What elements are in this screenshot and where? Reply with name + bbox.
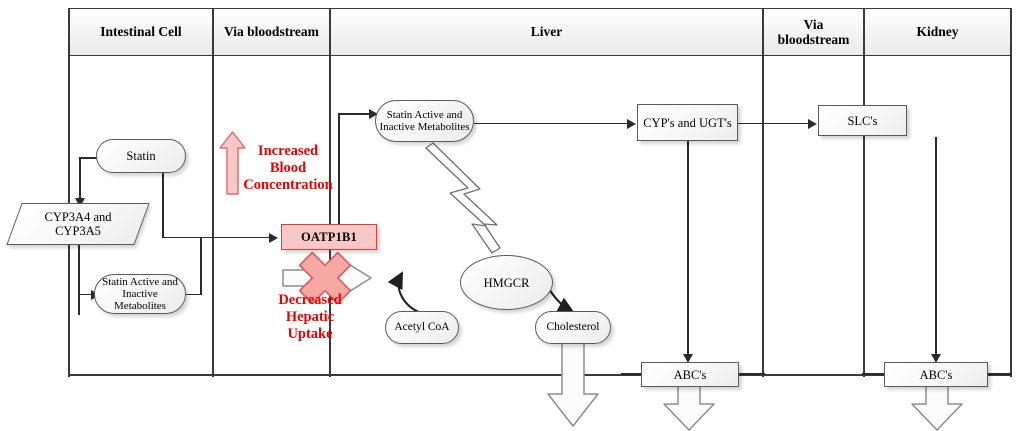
node-slcs-label: SLC's (847, 113, 878, 128)
node-oatp1b1-label: OATP1B1 (300, 230, 358, 244)
arrowhead-into-slcs (808, 118, 817, 129)
column-header-liver: Liver (331, 9, 762, 55)
column-header-label: Via bloodstream (224, 24, 319, 40)
connector-cypugt-to-slc (738, 122, 810, 125)
connector-livermet-to-cypugt (474, 122, 629, 125)
column-divider-1 (212, 8, 214, 377)
connector-oatp-up-v (338, 113, 340, 226)
red-cross-icon (298, 251, 352, 305)
connector-abc-kidney-right-stub (988, 373, 1012, 375)
arrowhead-into-liver-metabolites (369, 109, 378, 119)
arrowhead-into-oatp1b1 (269, 232, 278, 243)
node-cyp3a4-cyp3a5-label: CYP3A4 and CYP3A5 (14, 203, 142, 245)
arrowhead-into-cyp3a4 (75, 198, 85, 207)
node-abc-kidney-label: ABC's (919, 367, 953, 382)
connector-oatp-to-livermet-h (338, 113, 374, 115)
column-header-via-bloodstream-1: Via bloodstream (214, 9, 329, 55)
increased-line2: Blood (269, 160, 307, 177)
node-cyps-ugts[interactable]: CYP's and UGT's (637, 104, 738, 141)
connector-cyp-to-metabolites-v (78, 243, 80, 315)
node-hmgcr-label: HMGCR (483, 275, 530, 290)
connector-statin-down-v (162, 171, 164, 238)
lightning-bolt-icon (425, 142, 501, 254)
column-divider-4 (863, 8, 865, 377)
node-abc-liver[interactable]: ABC's (641, 362, 739, 387)
column-header-label: Liver (530, 24, 563, 40)
connector-intestmet-right-h (186, 293, 202, 296)
node-hmgcr[interactable]: HMGCR (460, 255, 553, 310)
connector-abc-kidney-left-stub (862, 373, 884, 375)
connector-cyp-to-metabolites-h (78, 293, 94, 296)
liver-met-line1: Statin Active and (386, 108, 463, 121)
down-block-arrow-cholesterol-icon (547, 337, 599, 427)
column-header-intestinal-cell: Intestinal Cell (70, 9, 212, 55)
increased-line3: Concentration (243, 177, 333, 194)
column-header-label: Intestinal Cell (100, 24, 182, 40)
column-divider-3 (762, 8, 764, 377)
node-statin-label: Statin (126, 149, 156, 163)
connector-slc-to-abc-v (935, 137, 937, 357)
node-abc-kidney[interactable]: ABC's (884, 362, 988, 387)
column-header-label: Kidney (916, 24, 959, 40)
connector-intestmet-up-v (200, 236, 202, 295)
table-border-bottom (68, 374, 1012, 377)
annotation-increased-blood-concentration: Increased Blood Concentration (238, 143, 338, 194)
node-acetyl-coa-label: Acetyl CoA (394, 321, 450, 334)
node-slcs[interactable]: SLC's (818, 105, 907, 136)
intest-met-line2: Inactive Metabolites (114, 287, 166, 313)
node-intestinal-metabolites[interactable]: Statin Active and Inactive Metabolites (94, 274, 186, 314)
table-border-right (1009, 8, 1012, 377)
node-cyp3a4-cyp3a5[interactable]: CYP3A4 and CYP3A5 (6, 203, 150, 245)
up-block-arrow-icon (219, 131, 246, 195)
connector-cypugt-to-abc-v (687, 137, 689, 357)
arrowhead-into-abc-liver (683, 354, 693, 363)
column-divider-2 (329, 8, 331, 377)
cyp3a4-line2: CYP3A5 (55, 224, 101, 238)
node-statin[interactable]: Statin (96, 139, 186, 173)
table-header-divider (68, 54, 1012, 57)
liver-met-line2: Inactive Metabolites (379, 121, 470, 133)
decreased-line3: Uptake (287, 326, 333, 343)
increased-line1: Increased (257, 143, 319, 159)
node-cholesterol-label: Cholesterol (546, 321, 600, 334)
node-cholesterol[interactable]: Cholesterol (535, 311, 611, 344)
table-border-left (68, 8, 71, 377)
connector-statin-to-cyp-h (79, 157, 101, 159)
decreased-line1: Decreased (278, 292, 342, 308)
connector-statin-to-cyp-v (79, 157, 81, 201)
arrowhead-into-cyps-ugts (627, 118, 636, 129)
annotation-decreased-hepatic-uptake: Decreased Hepatic Uptake (254, 292, 366, 343)
cyp3a4-line1: CYP3A4 and (44, 210, 112, 224)
connector-abc-liver-right-stub (739, 373, 765, 375)
node-oatp1b1[interactable]: OATP1B1 (281, 224, 377, 250)
node-liver-metabolites[interactable]: Statin Active and Inactive Metabolites (375, 100, 474, 142)
node-intestinal-metabolites-label: Statin Active and Inactive Metabolites (95, 276, 185, 313)
intest-met-line1: Statin Active and (102, 275, 178, 288)
node-acetyl-coa[interactable]: Acetyl CoA (385, 311, 459, 344)
node-abc-liver-label: ABC's (673, 367, 707, 382)
node-liver-metabolites-label: Statin Active and Inactive Metabolites (379, 109, 469, 134)
decreased-line2: Hepatic (285, 309, 335, 326)
connector-statin-to-oatp-h (162, 236, 272, 239)
node-cyps-ugts-label: CYP's and UGT's (643, 115, 732, 130)
arrowhead-into-abc-kidney (931, 354, 941, 363)
arrow-acetylcoa-to-hmgcr (387, 271, 422, 314)
connector-abc-liver-left-stub (621, 373, 643, 375)
column-header-kidney: Kidney (865, 9, 1010, 55)
